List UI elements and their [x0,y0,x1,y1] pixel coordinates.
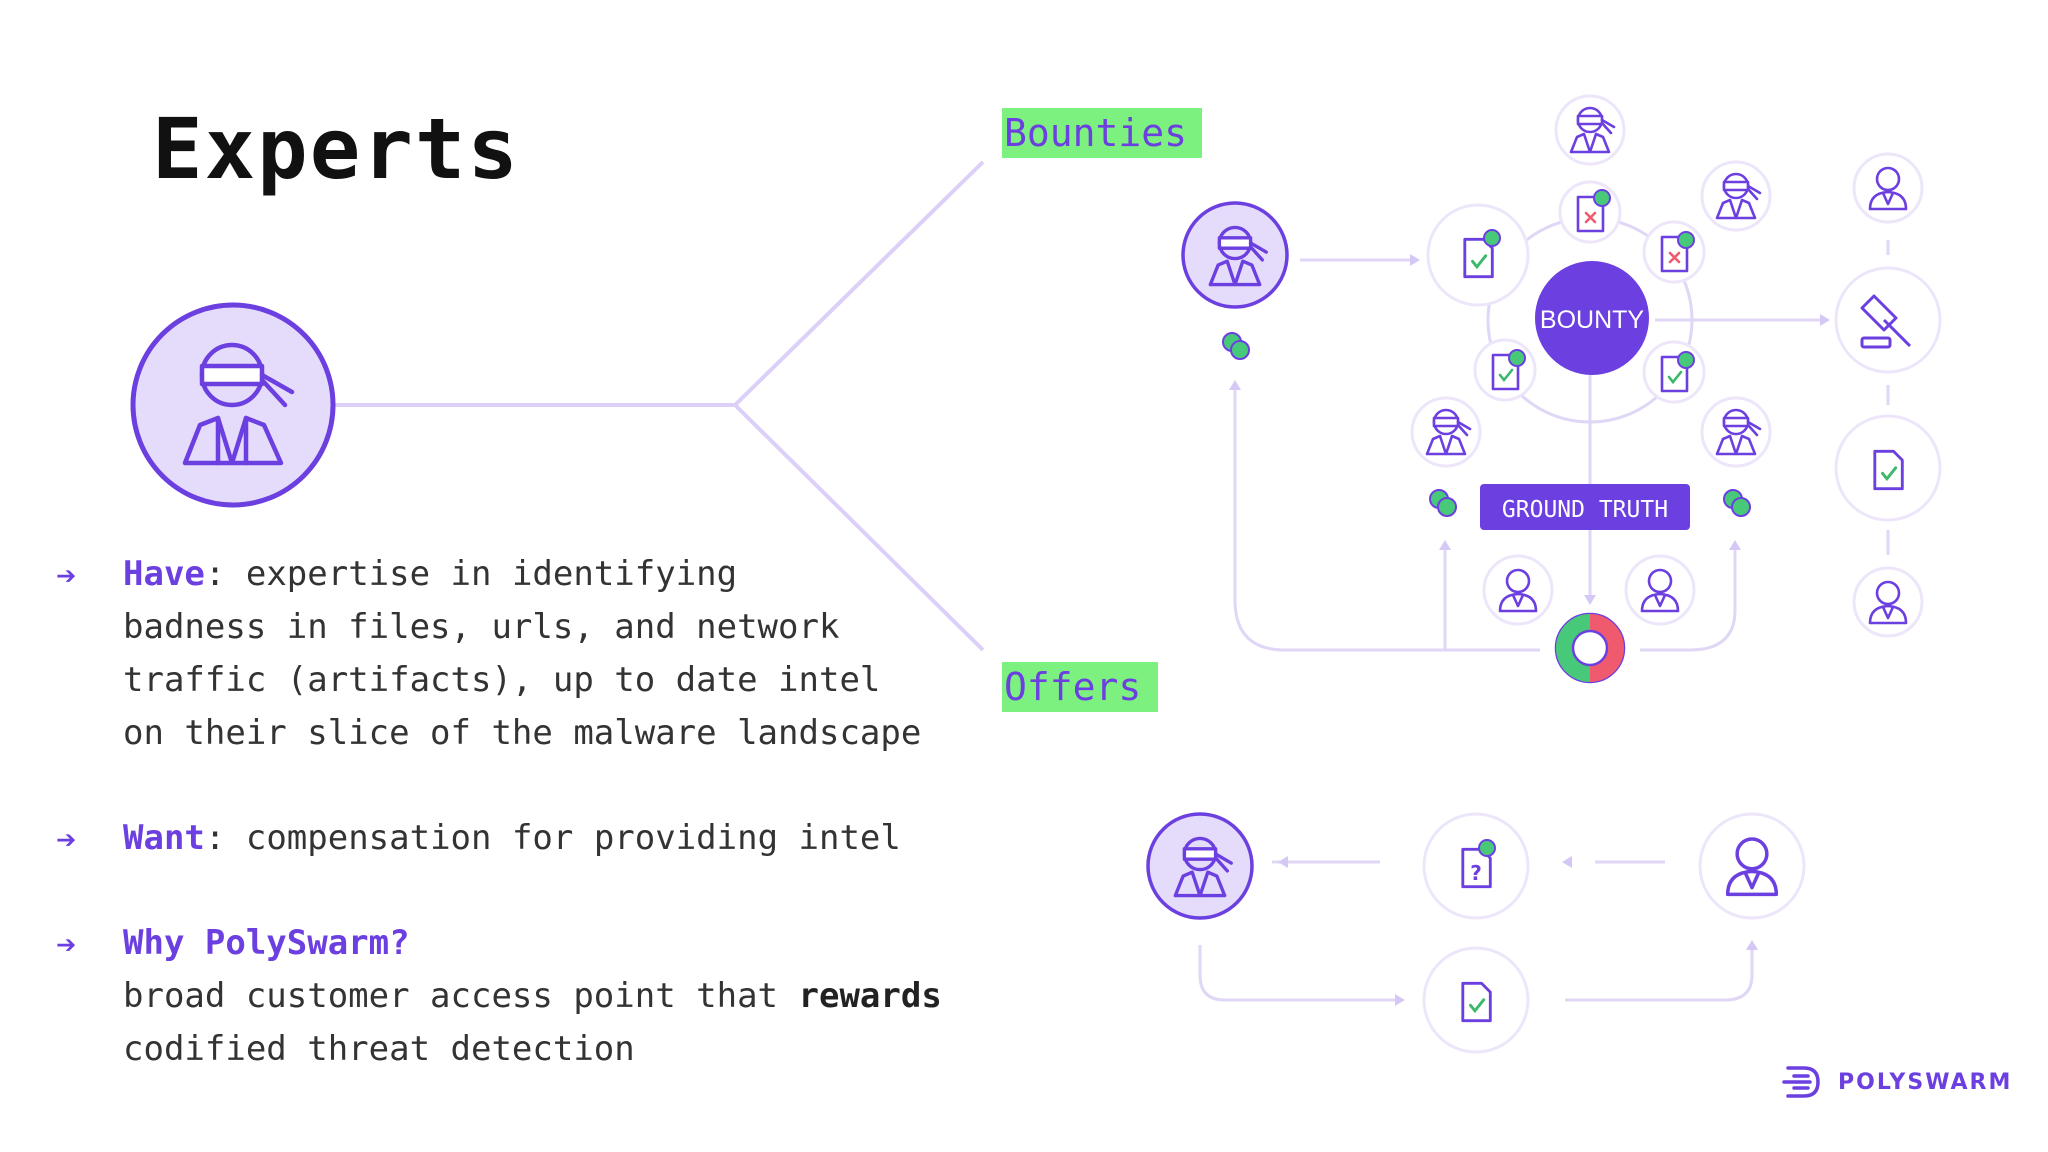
bullet-have: ➔ Have: expertise in identifying badness… [56,548,976,760]
polyswarm-logo-icon [1782,1066,1820,1098]
offer-expert-ninja-icon [1146,812,1254,920]
coins-icon [1723,489,1751,517]
verdict-wheel-icon [1554,612,1626,684]
svg-text:?: ? [1470,861,1482,885]
file-question-icon: ? [1461,839,1496,889]
bullet-text: broad customer access point that [123,976,799,1016]
bullet-text: expertise in identifying [225,554,738,594]
bullet-line: badness in files, urls, and network [123,607,840,647]
bullet-line: on their slice of the malware landscape [123,713,922,753]
arrow-icon: ➔ [56,925,77,965]
slide-title: Experts [152,100,521,198]
ground-truth-badge: GROUND TRUTH [1480,484,1690,530]
bullet-bold: rewards [798,976,942,1016]
bullet-list: ➔ Have: expertise in identifying badness… [56,548,976,1128]
ground-truth-label: GROUND TRUTH [1502,497,1668,523]
bullet-line: traffic (artifacts), up to date intel [123,660,881,700]
gavel-icon [1860,294,1912,349]
offers-tag: Offers [1002,662,1158,712]
bullet-text: compensation for providing intel [225,818,901,858]
polyswarm-logo: POLYSWARM [1780,1062,2012,1102]
bounty-label: BOUNTY [1540,306,1645,334]
bullet-key: Want [123,818,205,858]
bullet-want: ➔ Want: compensation for providing intel [56,812,976,865]
bullet-key: Why PolySwarm? [123,923,410,963]
bullet-key: Have [123,554,205,594]
bounties-tag: Bounties [1002,108,1202,158]
bounty-badge: BOUNTY [1535,261,1649,375]
bullet-why: ➔ Why PolySwarm? broad customer access p… [56,917,976,1076]
coins-icon [1222,332,1250,360]
arrow-icon: ➔ [56,820,77,860]
arrow-icon: ➔ [56,556,77,596]
bounty-expert-ninja-icon [1181,201,1289,309]
expert-ninja-icon [130,302,336,508]
coins-icon [1429,489,1457,517]
bullet-line: codified threat detection [123,1029,635,1069]
logo-wordmark: POLYSWARM [1838,1069,2013,1095]
